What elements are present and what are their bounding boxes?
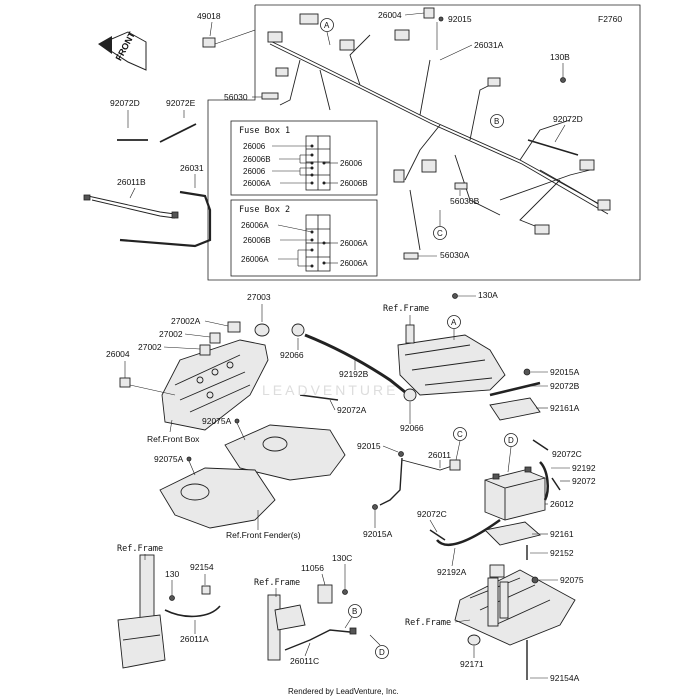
ref-frame-bc: Ref.Frame: [254, 578, 300, 588]
battery-26012: [484, 466, 546, 521]
part-92072D-right: 92072D: [553, 114, 583, 124]
part-26011C: 26011C: [290, 656, 319, 666]
fb2-right-2: 26006A: [340, 259, 368, 268]
part-130C: 130C: [332, 553, 352, 563]
part-92171: 92171: [460, 659, 484, 669]
front-box-assembly: [119, 321, 270, 431]
part-26011B: 26011B: [117, 177, 146, 187]
fb1-right-2: 26006B: [340, 179, 368, 188]
ref-frame-bl: Ref.Frame: [117, 544, 163, 554]
part-56030B: 56030B: [450, 196, 480, 206]
callout-d-bottom: D: [379, 648, 385, 657]
part-26031: 26031: [180, 163, 204, 173]
watermark: LEADVENTURE: [262, 382, 398, 398]
part-26004-mid: 26004: [106, 349, 130, 359]
part-92072D-left: 92072D: [110, 98, 140, 108]
front-arrow-icon: FRONT: [98, 30, 147, 71]
part-26004-top: 26004: [378, 10, 402, 20]
part-56030A: 56030A: [440, 250, 470, 260]
fb2-right-1: 26006A: [340, 239, 368, 248]
part-27002A: 27002A: [171, 316, 201, 326]
callout-a-mid: A: [451, 318, 457, 327]
fb2-left-2: 26006B: [243, 236, 271, 245]
part-92015-mid: 92015: [357, 441, 381, 451]
frame-bracket-bottom-left: [117, 554, 166, 669]
part-92066-b: 92066: [400, 423, 424, 433]
part-92192: 92192: [572, 463, 596, 473]
part-92072A: 92072A: [337, 405, 367, 415]
fb2-left-1: 26006A: [241, 221, 269, 230]
fuse-box-1: Fuse Box 1 26006 26006B 26006 26006A 260…: [230, 120, 378, 196]
part-92075: 92075: [560, 575, 584, 585]
part-130: 130: [165, 569, 179, 579]
part-92075A-a: 92075A: [202, 416, 232, 426]
part-92075A-b: 92075A: [154, 454, 184, 464]
callout-c-mid: C: [457, 430, 463, 439]
part-92161: 92161: [550, 529, 574, 539]
part-92072B: 92072B: [550, 381, 580, 391]
fb1-left-1: 26006: [243, 142, 266, 151]
part-92152: 92152: [550, 548, 574, 558]
part-27002-a: 27002: [159, 329, 183, 339]
part-92015A-b: 92015A: [363, 529, 393, 539]
callout-c-top: C: [437, 229, 443, 238]
grommet-92066-a: [291, 323, 305, 337]
part-27003: 27003: [247, 292, 271, 302]
part-92192A: 92192A: [437, 567, 467, 577]
part-92154: 92154: [190, 562, 214, 572]
harness-frame-outline: [207, 4, 641, 281]
main-wiring-harness: [267, 7, 611, 251]
part-92072C-b: 92072C: [417, 509, 447, 519]
grommet-92066-b: [403, 388, 417, 402]
frame-bracket-bottom-center: [267, 584, 348, 661]
fuse-box-2: Fuse Box 2 26006A 26006B 26006A 26006A 2…: [230, 199, 378, 277]
part-92072: 92072: [572, 476, 596, 486]
frame-section-top: [397, 324, 506, 396]
part-26011A: 26011A: [180, 634, 209, 644]
fb2-left-3: 26006A: [241, 255, 269, 264]
part-92161A: 92161A: [550, 403, 580, 413]
fuse-box-2-title: Fuse Box 2: [239, 205, 290, 215]
part-27002-b: 27002: [138, 342, 162, 352]
callout-d-mid: D: [508, 436, 514, 445]
part-92015-top: 92015: [448, 14, 472, 24]
fuse-box-1-title: Fuse Box 1: [239, 126, 290, 136]
part-26031A: 26031A: [474, 40, 504, 50]
callout-b-top: B: [494, 117, 499, 126]
part-92072C-a: 92072C: [552, 449, 582, 459]
part-92072E: 92072E: [166, 98, 196, 108]
part-130B: 130B: [550, 52, 570, 62]
ref-front-fender: Ref.Front Fender(s): [226, 530, 301, 540]
part-11056: 11056: [301, 563, 324, 573]
figure-code: F2760: [598, 14, 622, 24]
part-92154A: 92154A: [550, 673, 580, 683]
fb1-left-2: 26006B: [243, 155, 271, 164]
part-92015A-a: 92015A: [550, 367, 580, 377]
fb1-left-3: 26006: [243, 167, 266, 176]
part-49018: 49018: [197, 11, 221, 21]
battery-tray-frame: [454, 564, 576, 646]
part-130A: 130A: [478, 290, 498, 300]
callout-b-bottom: B: [352, 607, 357, 616]
ref-frame-br: Ref.Frame: [405, 618, 451, 628]
fb1-right-1: 26006: [340, 159, 363, 168]
part-92066-a: 92066: [280, 350, 304, 360]
part-92192B: 92192B: [339, 369, 369, 379]
callout-a-top: A: [324, 21, 330, 30]
fb1-left-4: 26006A: [243, 179, 271, 188]
front-fender-covers: [159, 424, 346, 529]
part-26012: 26012: [550, 499, 574, 509]
footer-credit: Rendered by LeadVenture, Inc.: [288, 687, 399, 696]
ref-frame-top: Ref.Frame: [383, 304, 429, 314]
part-56030: 56030: [224, 92, 248, 102]
connector-49018: [202, 37, 216, 48]
ref-front-box: Ref.Front Box: [147, 434, 200, 444]
part-26011: 26011: [428, 450, 451, 460]
